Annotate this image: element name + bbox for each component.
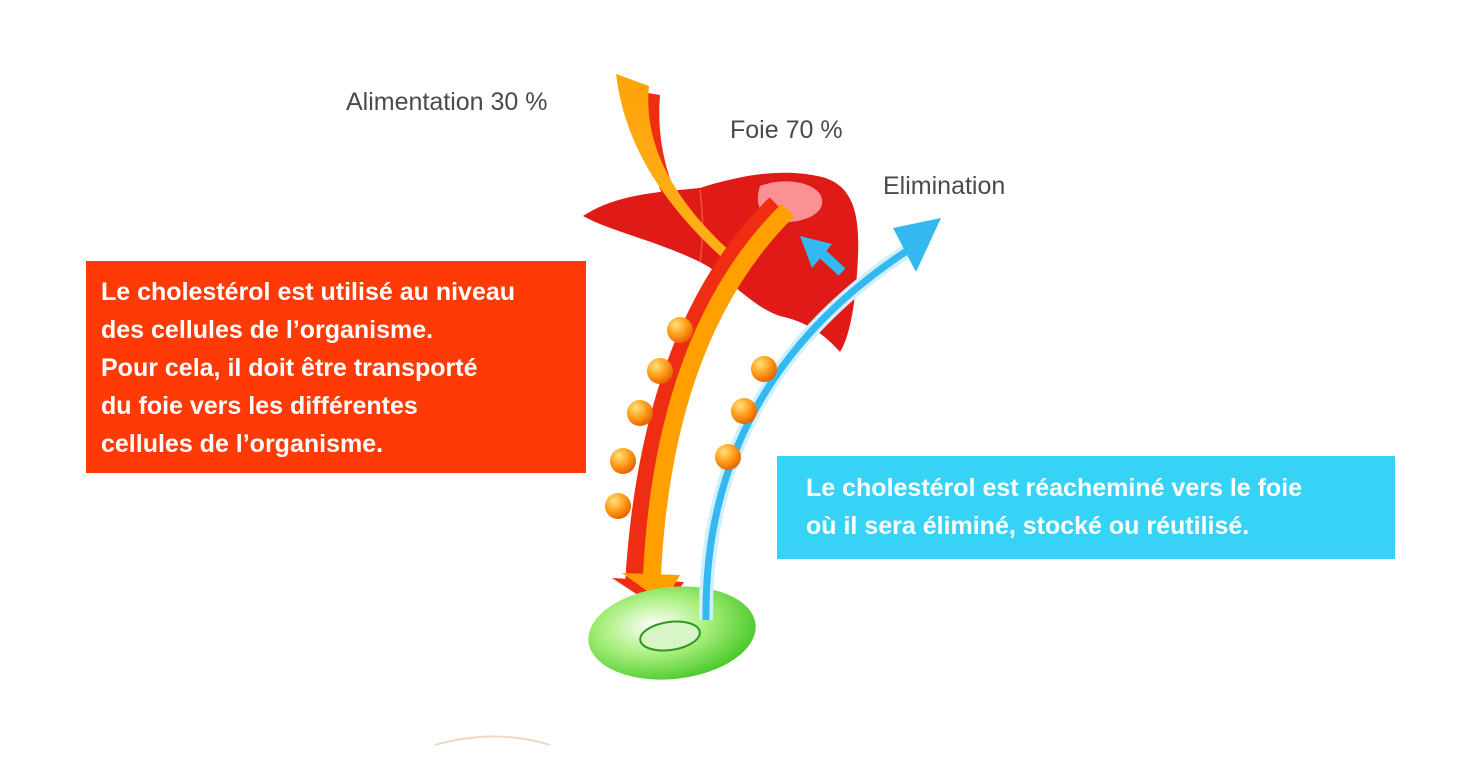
transport-text-line: Le cholestérol est utilisé au niveau <box>101 278 516 306</box>
label-foie: Foie 70 % <box>730 116 843 144</box>
elimination-arrow-head <box>893 218 941 272</box>
return-explanation-box: Le cholestérol est réacheminé vers le fo… <box>777 456 1395 559</box>
particle-icon <box>715 356 777 470</box>
incoming-arrow-icon <box>616 74 742 268</box>
return-text-line: où il sera éliminé, stocké ou réutilisé. <box>806 512 1250 540</box>
decorative-arc <box>434 735 551 746</box>
cell-icon <box>588 586 756 680</box>
return-arrow-icon <box>702 242 918 621</box>
transport-text-line: des cellules de l’organisme. <box>101 316 434 344</box>
transport-text-line: du foie vers les différentes <box>101 392 418 420</box>
transport-text-line: Pour cela, il doit être transporté <box>101 354 478 382</box>
transport-explanation-box: Le cholestérol est utilisé au niveau des… <box>86 261 586 473</box>
return-text-line: Le cholestérol est réacheminé vers le fo… <box>806 474 1303 502</box>
transport-arrow-icon <box>643 203 795 576</box>
particle-icon <box>605 317 693 519</box>
label-alimentation: Alimentation 30 % <box>346 88 548 116</box>
label-elimination: Elimination <box>883 172 1006 200</box>
transport-text-line: cellules de l’organisme. <box>101 430 384 458</box>
